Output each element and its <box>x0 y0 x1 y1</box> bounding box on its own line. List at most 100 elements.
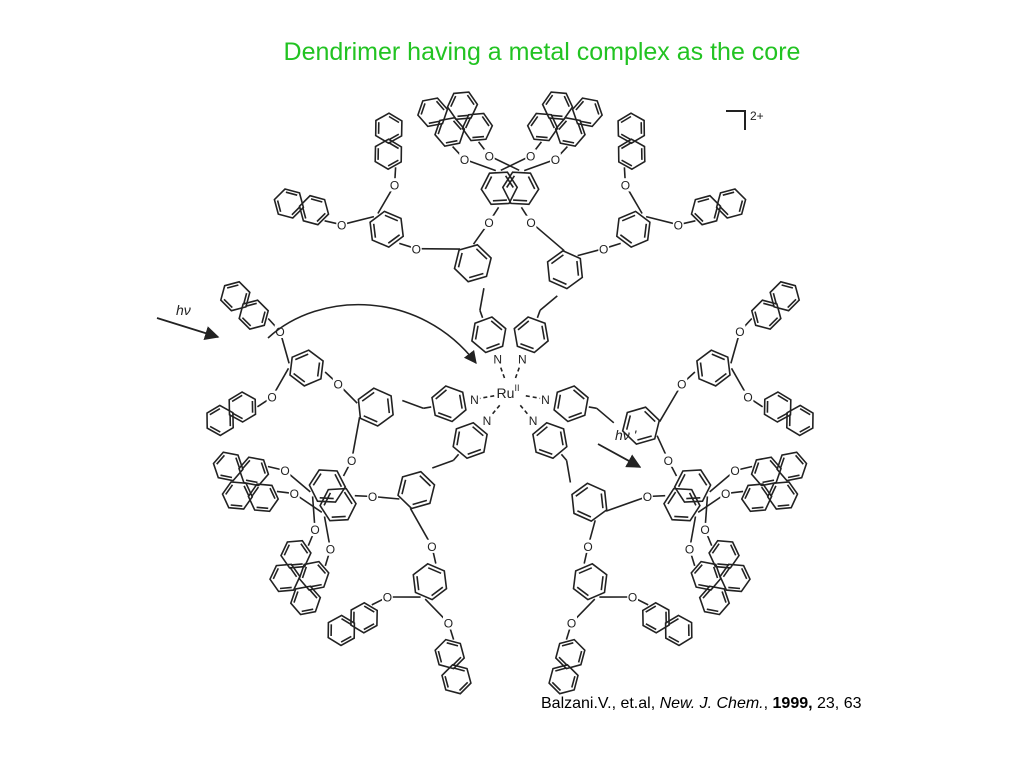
alkyl-linker <box>479 310 484 319</box>
naphthyl-ring-a-2-1-0-double-bond <box>762 479 775 484</box>
naphthyl-ring-a-2-1-1-double-bond <box>729 544 737 556</box>
naphthyl-ring-a-3-1-1-double-bond <box>577 650 583 663</box>
second-gen-ring-4-0-double-bond <box>427 567 442 575</box>
dendron-core-ring-2-double-bond <box>625 415 632 430</box>
naphthyl-ring-b-2-0-1-double-bond <box>799 408 811 416</box>
naphthyl-ring-b-4-1-0-double-bond <box>301 608 314 613</box>
oxygen-atom-backdrop <box>550 152 561 166</box>
second-gen-ring-3-0 <box>663 487 701 522</box>
naphthyl-ring-b-5-0-1 <box>212 451 244 482</box>
alkyl-linker <box>596 407 615 424</box>
oxygen-atom-backdrop <box>288 487 300 501</box>
dendron-core-ring-4-double-bond <box>412 499 428 506</box>
excitation-arrow <box>156 317 220 341</box>
naphthyl-ring-b-0-1-0-double-bond <box>428 120 441 125</box>
naphthyl-ring-a-0-1-1 <box>526 112 559 142</box>
oxygen-atom-backdrop <box>672 218 684 232</box>
energy-transfer-arrow <box>267 303 477 365</box>
alkyl-linker <box>452 453 460 461</box>
oxygen-atom-backdrop <box>684 542 695 556</box>
naphthyl-ring-a-0-0-1 <box>374 138 403 171</box>
oxygen-atom-backdrop <box>266 390 278 404</box>
naphthyl-ring-a-0-0-0-double-bond <box>310 198 323 203</box>
oxygen-atom-backdrop <box>346 453 358 467</box>
pyridine-ring-1 <box>513 316 549 354</box>
naphthyl-ring-b-1-1-0-double-bond <box>620 115 632 124</box>
naphthyl-ring-a-3-0-1-double-bond <box>712 566 719 579</box>
oxygen-atom: O <box>267 391 276 405</box>
dendron-core-ring-2 <box>621 406 661 445</box>
second-gen-ring-4-1-double-bond <box>323 492 332 506</box>
oxygen-atom-backdrop <box>734 324 746 338</box>
naphthyl-ring-b-3-0-1-double-bond <box>706 608 719 613</box>
alkyl-linker <box>432 459 454 469</box>
oxygen-atom: O <box>551 153 560 167</box>
nitrogen-atom-backdrop <box>469 392 480 406</box>
dendron-core-ring-2-double-bond <box>637 435 652 441</box>
oxygen-atom: O <box>280 464 289 478</box>
second-gen-ring-3-0-double-bond <box>688 492 697 506</box>
oxygen-atom-backdrop <box>627 590 638 604</box>
naphthyl-ring-b-5-0-0-double-bond <box>289 566 298 578</box>
second-gen-ring-0-0-double-bond <box>387 234 401 244</box>
oxygen-atom: O <box>599 242 608 256</box>
second-gen-ring-1-1 <box>615 210 651 249</box>
citation-separator: , <box>763 695 773 712</box>
naphthyl-ring-b-1-1-1-double-bond <box>719 205 729 216</box>
dendron-core-ring-0-double-bond <box>457 252 463 268</box>
naphthyl-ring-b-1-0-1-double-bond <box>579 120 592 125</box>
naphthyl-ring-a-4-0-1-double-bond <box>363 605 375 613</box>
dendron-core-ring-5-double-bond <box>386 398 391 414</box>
naphthyl-ring-a-1-0-1 <box>554 116 586 147</box>
naphthyl-ring-b-0-0-0-double-bond <box>285 191 298 196</box>
second-gen-ring-2-0-double-bond <box>714 372 727 383</box>
naphthyl-ring-b-4-1-1-double-bond <box>243 485 250 497</box>
second-gen-ring-2-1-double-bond <box>677 473 686 488</box>
naphthyl-ring-a-4-1-0-double-bond <box>301 566 308 579</box>
naphthyl-ring-a-3-0-0 <box>740 483 773 513</box>
pyridine-ring-5 <box>431 385 467 423</box>
naphthyl-ring-a-3-0-0-double-bond <box>744 487 751 500</box>
naphthyl-ring-b-4-0-1-double-bond <box>341 618 352 626</box>
naphthyl-ring-a-2-1-0-double-bond <box>769 459 779 470</box>
citation-authors: Balzani.V., et.al, <box>541 695 660 712</box>
oxygen-atom-backdrop <box>389 178 400 192</box>
naphthyl-ring-b-5-0-0-double-bond <box>272 567 280 580</box>
naphthyl-ring-a-1-0-0-double-bond <box>481 115 490 127</box>
oxygen-atom: O <box>721 487 730 501</box>
naphthyl-ring-a-1-1-0-double-bond <box>620 141 632 150</box>
naphthyl-ring-b-2-1-1-double-bond <box>728 586 741 590</box>
naphthyl-ring-b-2-1-1 <box>719 563 751 593</box>
naphthyl-ring-b-0-0-0-double-bond <box>291 205 301 216</box>
oxygen-atom: O <box>444 617 453 631</box>
naphthyl-ring-a-2-0-1-double-bond <box>777 412 789 420</box>
naphthyl-ring-b-5-1-0 <box>206 404 235 437</box>
naphthyl-ring-b-4-1-1 <box>221 481 254 510</box>
naphthyl-ring-b-0-0-1-double-bond <box>388 115 400 124</box>
naphthyl-ring-a-5-1-1-double-bond <box>245 302 257 308</box>
second-gen-ring-1-0 <box>501 171 540 206</box>
naphthyl-ring-b-0-1-1-double-bond <box>550 114 563 118</box>
dendron-core-ring-5 <box>357 387 394 427</box>
oxygen-atom-backdrop <box>720 487 732 501</box>
oxygen-atom-backdrop <box>620 178 631 192</box>
oxygen-atom: O <box>735 325 744 339</box>
alkyl-linker <box>479 288 485 311</box>
oxygen-atom-backdrop <box>483 149 495 163</box>
naphthyl-ring-b-0-1-1-double-bond <box>545 94 554 106</box>
pyridine-ring-1-double-bond <box>520 343 534 350</box>
naphthyl-ring-b-5-0-1-double-bond <box>220 474 233 479</box>
oxygen-atom: O <box>310 523 319 537</box>
naphthyl-ring-a-1-0-1-double-bond <box>562 139 575 144</box>
second-gen-ring-2-0-double-bond <box>711 353 726 361</box>
emission-label: hν ' <box>615 427 638 443</box>
naphthyl-ring-b-5-0-1-double-bond <box>235 457 241 469</box>
second-gen-ring-1-0-double-bond <box>513 199 528 202</box>
second-gen-ring-5-0-double-bond <box>334 473 343 488</box>
oxygen-atom: O <box>334 378 343 392</box>
charge-bracket <box>726 110 746 130</box>
oxygen-atom-backdrop <box>367 489 378 504</box>
bond-layer <box>209 94 811 692</box>
naphthyl-ring-a-1-1-0-double-bond <box>621 159 633 167</box>
